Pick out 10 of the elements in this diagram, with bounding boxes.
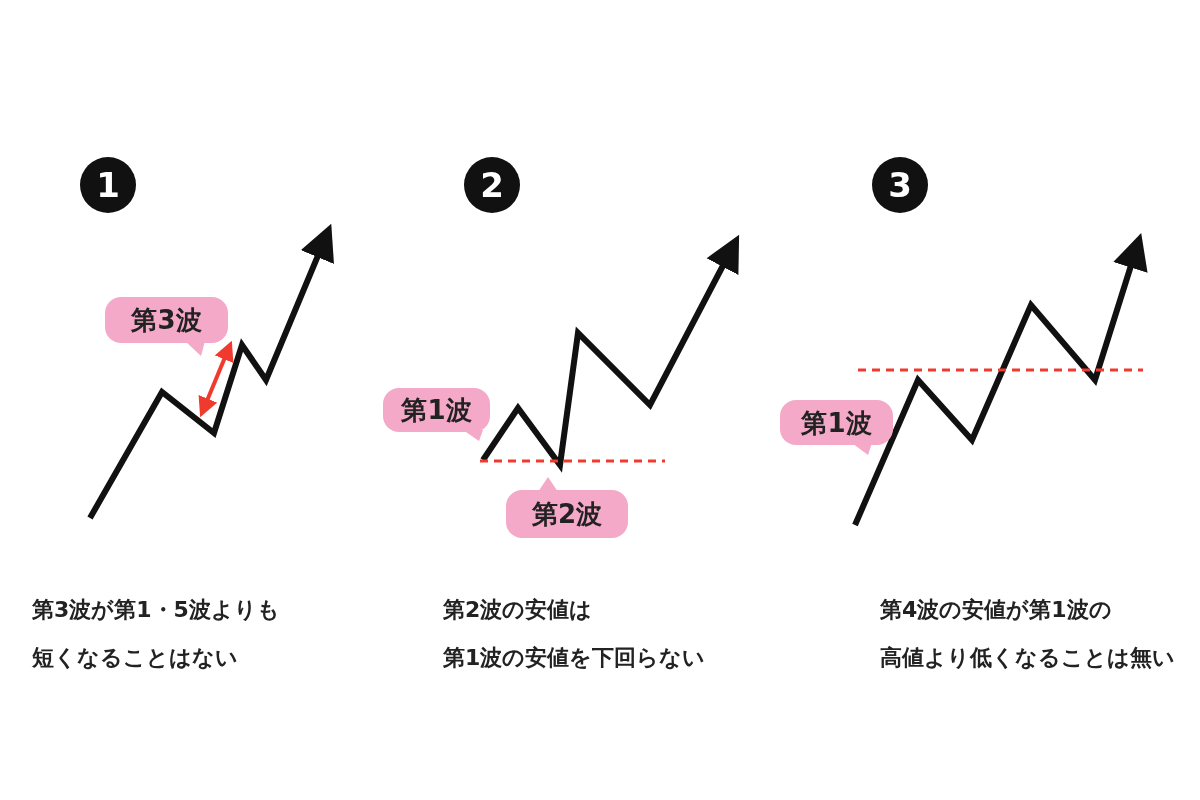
bubble-text: 第1波 [801,409,872,436]
number-badge: 1 [80,157,136,213]
caption-text: 第4波の安値が第1波の高値より低くなることは無い [880,596,1175,672]
number-badge: 3 [872,157,928,213]
caption-text: 第2波の安値は第1波の安値を下回らない [443,596,706,672]
bubble-text: 第3波 [131,307,202,333]
number-badge: 2 [464,157,520,213]
caption-text: 第3波が第1・5波よりも短くなることはない [32,596,280,672]
bubble-text: 第2波 [531,501,603,527]
bubble-text: 第1波 [401,397,472,423]
